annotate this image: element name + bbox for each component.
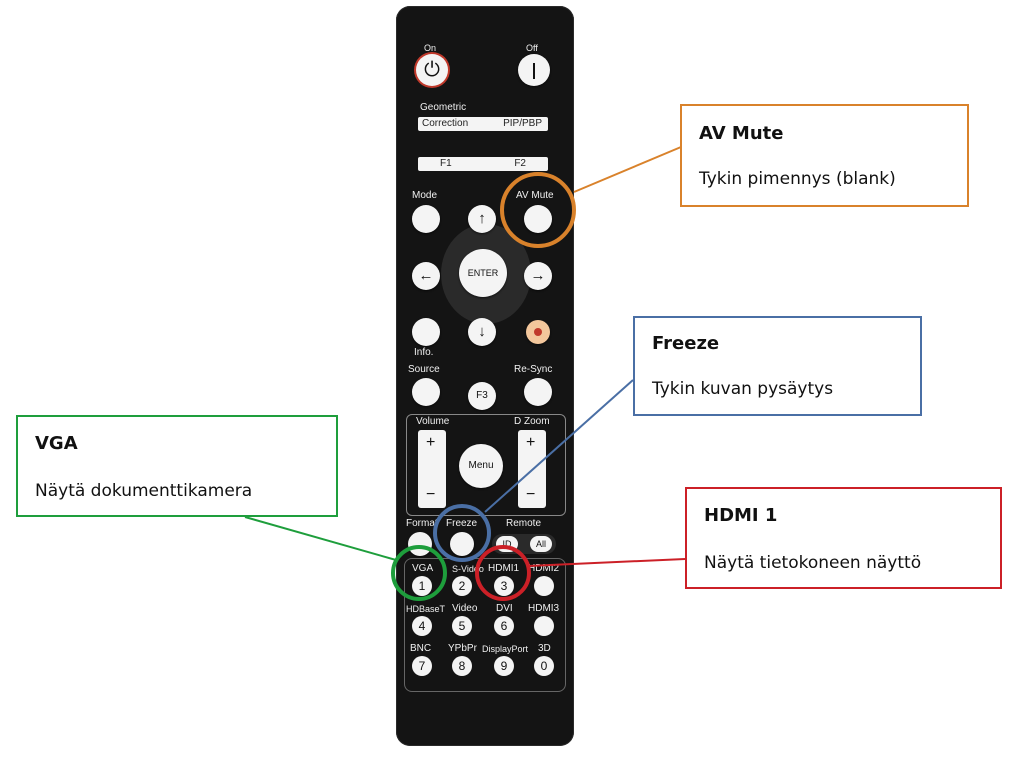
mode-label: Mode: [412, 190, 438, 201]
freeze-callout-desc: Tykin kuvan pysäytys: [652, 379, 834, 399]
format-label: Format: [406, 518, 438, 529]
av-mute-connector: [573, 146, 682, 193]
av-mute-callout: AV Mute Tykin pimennys (blank): [680, 104, 969, 207]
vga-callout-desc: Näytä dokumenttikamera: [35, 481, 253, 501]
volume-down-label: −: [426, 486, 436, 503]
av-mute-button[interactable]: [524, 205, 552, 233]
off-label: Off: [526, 43, 538, 53]
hdmi1-callout-desc: Näytä tietokoneen näyttö: [704, 553, 922, 573]
video-label: Video: [452, 603, 478, 614]
ypbpr-label: YPbPr: [448, 643, 477, 654]
dzoom-rocker[interactable]: + −: [518, 430, 546, 508]
av-mute-callout-title: AV Mute: [699, 123, 784, 144]
f1-label: F1: [440, 158, 452, 169]
remote-label: Remote: [506, 518, 542, 529]
vga-connector: [244, 516, 397, 561]
resync-button[interactable]: [524, 378, 552, 406]
f2-label: F2: [514, 158, 526, 169]
laser-icon: [534, 328, 542, 336]
freeze-callout-title: Freeze: [652, 333, 720, 354]
source-hdmi3-button[interactable]: [534, 616, 554, 636]
av-mute-callout-desc: Tykin pimennys (blank): [699, 169, 896, 189]
number-pad-border: [404, 558, 566, 692]
left-arrow-button[interactable]: ←: [412, 262, 440, 290]
vga-callout-title: VGA: [35, 433, 78, 454]
source-displayport-button[interactable]: 9: [494, 656, 514, 676]
dzoom-in-label: +: [526, 434, 536, 451]
up-arrow-button[interactable]: ↑: [468, 205, 496, 233]
volume-label: Volume: [416, 416, 450, 427]
enter-button[interactable]: ENTER: [459, 249, 507, 297]
resync-label: Re-Sync: [514, 364, 553, 375]
source-hdmi2-button[interactable]: [534, 576, 554, 596]
on-label: On: [424, 43, 437, 53]
menu-button[interactable]: Menu: [459, 444, 503, 488]
hdmi1-callout-title: HDMI 1: [704, 505, 778, 526]
3d-label: 3D: [538, 643, 551, 654]
source-ypbpr-button[interactable]: 8: [452, 656, 472, 676]
remote-control: On Off ⏻ Geometric Correction PIP/PBP F1…: [396, 6, 574, 746]
geometric-label: Geometric: [420, 102, 467, 113]
freeze-label: Freeze: [446, 518, 478, 529]
format-button[interactable]: [408, 532, 432, 556]
correction-label: Correction: [422, 118, 469, 129]
f1-f2-strip[interactable]: F1 F2: [418, 157, 548, 171]
remote-id-all-switch[interactable]: ID All: [492, 534, 556, 554]
freeze-button[interactable]: [450, 532, 474, 556]
volume-rocker[interactable]: + −: [418, 430, 446, 508]
hdmi2-label: HDMI2: [528, 563, 560, 574]
source-3d-button[interactable]: 0: [534, 656, 554, 676]
source-bnc-button[interactable]: 7: [412, 656, 432, 676]
av-mute-label: AV Mute: [516, 190, 554, 201]
source-dvi-button[interactable]: 6: [494, 616, 514, 636]
volume-up-label: +: [426, 434, 436, 451]
laser-button[interactable]: [526, 320, 550, 344]
svideo-label: S-Video: [452, 564, 484, 574]
power-on-button[interactable]: ⏻: [416, 54, 448, 86]
down-arrow-button[interactable]: ↓: [468, 318, 496, 346]
info-label: Info.: [414, 347, 434, 358]
power-off-button[interactable]: [518, 54, 550, 86]
bnc-label: BNC: [410, 643, 432, 654]
mode-button[interactable]: [412, 205, 440, 233]
freeze-callout: Freeze Tykin kuvan pysäytys: [633, 316, 922, 416]
hdmi3-label: HDMI3: [528, 603, 560, 614]
source-svideo-button[interactable]: 2: [452, 576, 472, 596]
dvi-label: DVI: [496, 603, 513, 614]
f3-button[interactable]: F3: [468, 382, 496, 410]
source-video-button[interactable]: 5: [452, 616, 472, 636]
dzoom-out-label: −: [526, 486, 536, 503]
dzoom-label: D Zoom: [514, 416, 550, 427]
correction-pip-strip[interactable]: Correction PIP/PBP: [418, 117, 548, 131]
source-hdbaset-button[interactable]: 4: [412, 616, 432, 636]
hdmi1-callout: HDMI 1 Näytä tietokoneen näyttö: [685, 487, 1002, 589]
info-button[interactable]: [412, 318, 440, 346]
pip-label: PIP/PBP: [503, 118, 542, 129]
displayport-label: DisplayPort: [482, 644, 529, 654]
source-label: Source: [408, 364, 440, 375]
right-arrow-button[interactable]: →: [524, 262, 552, 290]
power-off-icon: [533, 62, 535, 79]
id-button[interactable]: ID: [496, 536, 518, 552]
vga-callout: VGA Näytä dokumenttikamera: [16, 415, 338, 517]
all-button[interactable]: All: [530, 536, 552, 552]
hdbaset-label: HDBaseT: [406, 604, 446, 614]
source-button[interactable]: [412, 378, 440, 406]
